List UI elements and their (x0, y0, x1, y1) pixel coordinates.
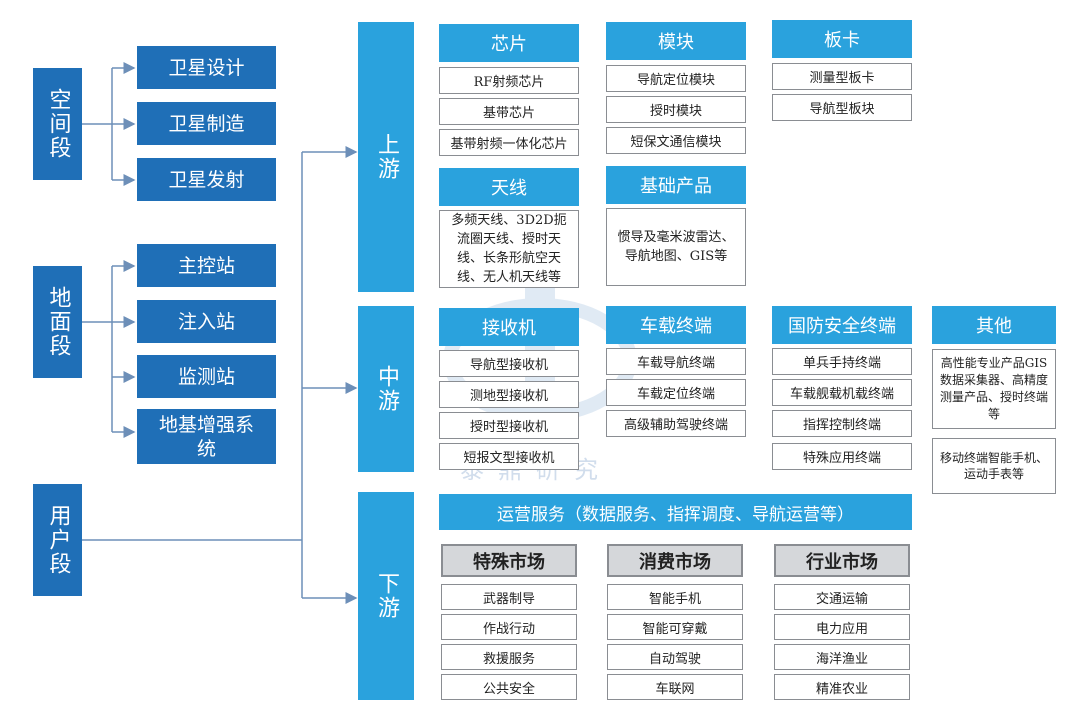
consumer-item-wearable: 智能可穿戴 (607, 614, 743, 640)
receiver-item-nav: 导航型接收机 (439, 350, 579, 377)
industry-item-fishery: 海洋渔业 (774, 644, 910, 670)
chip-item-rf: RF射频芯片 (439, 67, 579, 94)
receiver-item-geodetic: 测地型接收机 (439, 381, 579, 408)
industry-item-agriculture: 精准农业 (774, 674, 910, 700)
ground-item-augmentation: 地基增强系统 (137, 409, 276, 464)
downstream-stage: 下游 (358, 492, 414, 700)
defense-item-special: 特殊应用终端 (772, 443, 912, 470)
other-professional-box: 高性能专业产品GIS数据采集器、高精度测量产品、授时终端等 (932, 349, 1056, 429)
vehicle-item-positioning: 车载定位终端 (606, 379, 746, 406)
board-item-survey: 测量型板卡 (772, 63, 912, 90)
module-item-nav: 导航定位模块 (606, 65, 746, 92)
basic-product-header: 基础产品 (606, 166, 746, 204)
user-segment-label: 用户段 (33, 484, 82, 596)
module-item-timing: 授时模块 (606, 96, 746, 123)
defense-item-handheld: 单兵手持终端 (772, 348, 912, 375)
defense-item-vehicle-ship-air: 车载舰载机载终端 (772, 379, 912, 406)
other-header: 其他 (932, 306, 1056, 344)
other-mobile-box: 移动终端智能手机、运动手表等 (932, 438, 1056, 494)
special-market-header: 特殊市场 (441, 544, 577, 577)
board-header: 板卡 (772, 20, 912, 58)
special-item-public-safety: 公共安全 (441, 674, 577, 700)
consumer-item-autonomous: 自动驾驶 (607, 644, 743, 670)
industry-item-transport: 交通运输 (774, 584, 910, 610)
receiver-item-shortmsg: 短报文型接收机 (439, 443, 579, 470)
special-item-rescue: 救援服务 (441, 644, 577, 670)
operation-services-header: 运营服务（数据服务、指挥调度、导航运营等） (439, 494, 912, 530)
space-segment-label: 空间段 (33, 68, 82, 180)
chip-item-baseband: 基带芯片 (439, 98, 579, 125)
receiver-item-timing: 授时型接收机 (439, 412, 579, 439)
ground-item-monitor-station: 监测站 (137, 355, 276, 398)
consumer-item-phone: 智能手机 (607, 584, 743, 610)
vehicle-terminal-header: 车载终端 (606, 306, 746, 344)
module-header: 模块 (606, 22, 746, 60)
industry-market-header: 行业市场 (774, 544, 910, 577)
basic-product-content: 惯导及毫米波雷达、导航地图、GIS等 (606, 208, 746, 286)
module-item-shortmsg: 短保文通信模块 (606, 127, 746, 154)
special-item-combat: 作战行动 (441, 614, 577, 640)
special-item-weapon: 武器制导 (441, 584, 577, 610)
chip-header: 芯片 (439, 24, 579, 62)
vehicle-item-adas: 高级辅助驾驶终端 (606, 410, 746, 437)
upstream-stage: 上游 (358, 22, 414, 292)
ground-item-master-station: 主控站 (137, 244, 276, 287)
board-item-nav: 导航型板块 (772, 94, 912, 121)
antenna-header: 天线 (439, 168, 579, 206)
space-item-design: 卫星设计 (137, 46, 276, 89)
antenna-content: 多频天线、3D2D扼流圈天线、授时天线、长条形航空天线、无人机天线等 (439, 210, 579, 288)
ground-segment-label: 地面段 (33, 266, 82, 378)
space-item-manufacture: 卫星制造 (137, 102, 276, 145)
defense-terminal-header: 国防安全终端 (772, 306, 912, 344)
industry-item-power: 电力应用 (774, 614, 910, 640)
defense-item-command: 指挥控制终端 (772, 410, 912, 437)
vehicle-item-nav: 车载导航终端 (606, 348, 746, 375)
space-item-launch: 卫星发射 (137, 158, 276, 201)
midstream-stage: 中游 (358, 306, 414, 472)
consumer-market-header: 消费市场 (607, 544, 743, 577)
consumer-item-iov: 车联网 (607, 674, 743, 700)
chip-item-integrated: 基带射频一体化芯片 (439, 129, 579, 156)
ground-item-injection-station: 注入站 (137, 300, 276, 343)
receiver-header: 接收机 (439, 308, 579, 346)
